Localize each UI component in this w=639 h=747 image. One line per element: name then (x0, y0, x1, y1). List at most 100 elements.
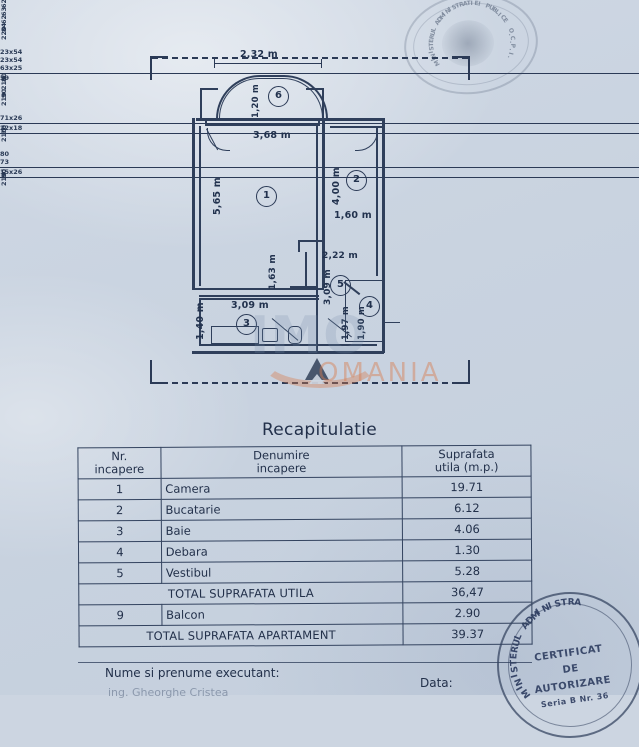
table-row-total-apartament: TOTAL SUPRAFATA APARTAMENT 39.37 (78, 623, 533, 648)
door-room1-swing (207, 128, 230, 151)
wall-right-exterior (382, 118, 385, 353)
opening-room2-door: 23x54 (0, 56, 23, 64)
header-sup-line2: utila (m.p.) (434, 460, 499, 475)
cell-name: Baie (160, 519, 403, 542)
dimension-baie-height: 1,40 m (195, 302, 206, 340)
dimension-balcony-width: 1,20 m (251, 84, 261, 118)
stamp-arc-char: I (509, 672, 521, 679)
stamp-line-seria: Seria B Nr. 36 (540, 690, 610, 710)
wall-room1-top-outer (196, 118, 324, 121)
opening-vestibul-mark: 59 (0, 74, 10, 82)
table-body: 1 Camera 19.71 2 Bucatarie 6.12 3 Baie 4… (78, 476, 533, 648)
cell-area: 6.12 (402, 497, 532, 520)
cell-nr: 1 (78, 478, 161, 501)
bathroom-fixture-wc (288, 326, 302, 344)
cell-nr: 3 (78, 520, 162, 543)
executant-value: ing. Gheorghe Cristea (108, 686, 229, 699)
cell-area: 4.06 (402, 518, 532, 541)
bathroom-fixture-sink (262, 328, 278, 342)
wall-left-interior (199, 126, 201, 286)
stamp-arc-char: A (573, 597, 582, 609)
executant-label: Nume si prenume executant: (105, 666, 280, 680)
balcony-wall-right-b (306, 88, 324, 90)
table-row-total-utila: TOTAL SUPRAFATA UTILA 36,47 (78, 581, 532, 606)
cell-balcon-name: Balcon (161, 603, 404, 626)
date-label: Data: (420, 676, 453, 690)
wall-right-interior (376, 126, 378, 276)
floor-plan-drawing: 2,32 m 42 62 63 62 1,20 m 6 84 220 23x54… (0, 0, 639, 384)
opening-right-window: 15x26 (0, 168, 639, 178)
cell-nr: 4 (78, 541, 162, 564)
cell-name: Bucatarie (160, 498, 403, 521)
stamp-arc-char: I (534, 607, 543, 618)
wall-room2-top (324, 118, 384, 121)
cell-balcon-area: 2.90 (403, 602, 532, 625)
wall-room1-sill-right (318, 118, 320, 126)
dimension-vestibul-width: 2,22 m (322, 251, 358, 261)
wall-room1-top-inner (205, 124, 320, 126)
cell-total-utila-area: 36,47 (402, 581, 532, 604)
wall-bottom-exterior (192, 351, 384, 354)
cell-name: Vestibul (161, 561, 403, 584)
stamp-arc-char: I (546, 601, 554, 612)
stamp-line-de: DE (561, 662, 580, 677)
bathroom-fixture-tub (211, 326, 259, 344)
wall-baie-left (199, 298, 201, 346)
dimension-line-overall (214, 59, 322, 68)
stamp-arc-char: S (509, 665, 521, 674)
cell-nr: 2 (78, 499, 161, 522)
wall-room1-sill-left (205, 118, 207, 126)
table-row: 2 Bucatarie 6.12 (78, 497, 532, 522)
wall-room1-right (322, 118, 325, 288)
stamp-arc-char: R (510, 645, 522, 654)
cell-name: Debara (161, 540, 403, 563)
debara-outline (345, 280, 383, 342)
room-marker-4: 4 (359, 296, 380, 317)
cell-total-utila-label: TOTAL SUPRAFATA UTILA (78, 582, 404, 606)
cell-area: 19.71 (402, 476, 532, 499)
stamp-arc-char: T (560, 597, 568, 609)
opening-debara-top: 80 (0, 150, 10, 158)
balcony-wall-left-b (200, 88, 218, 90)
header-nr: Nr. incapere (77, 447, 161, 480)
stamp-arc-char: E (509, 652, 520, 660)
stamp-arc-char: N (513, 676, 526, 688)
room-marker-1: 1 (256, 186, 277, 207)
stamp-arc-char: S (553, 598, 563, 611)
header-den-line2: incapere (256, 461, 307, 476)
opening-room1-door: 23x54 (0, 48, 23, 56)
stamp-line-autorizare: AUTORIZARE (534, 674, 612, 697)
balcony-wall-right (322, 88, 324, 118)
room-marker-6: 6 (268, 86, 289, 107)
wall-room1-right-in (316, 126, 318, 286)
opening-debara-slant: 73 (0, 158, 639, 168)
dimension-room2-width: 1,60 m (334, 210, 372, 221)
wall-room2-top-in (330, 126, 382, 128)
wall-vestibul-vert (305, 252, 307, 288)
dimension-room2-height: 4,00 m (331, 167, 342, 205)
dimension-overall-label: 2,32 m (240, 49, 278, 60)
cell-balcon-nr: 9 (78, 604, 162, 627)
boundary-line-top (152, 57, 468, 59)
dimension-debara-w: 1,90 m (357, 306, 367, 340)
header-nr-line2: incapere (94, 462, 145, 477)
table-header-row: Nr. incapere Denumire incapere Suprafata… (77, 445, 532, 480)
cell-total-apartament-label: TOTAL SUPRAFATA APARTAMENT (78, 624, 404, 648)
wall-hall-vert (316, 252, 318, 352)
wall-room1-bottom (192, 288, 324, 291)
boundary-corner-bottom-left (150, 360, 168, 384)
wall-vestibul-left (298, 240, 324, 242)
recapitulation-table: Nr. incapere Denumire incapere Suprafata… (77, 445, 533, 648)
stamp-arc-char: R (567, 597, 575, 608)
opening-baie-win-b: 22x18 (0, 124, 639, 134)
opening-door-d2: 210 (0, 172, 8, 186)
wall-vestibul-left-v (298, 240, 300, 252)
dimension-hall-height: 1,63 m (268, 254, 278, 290)
stamp-arc-char: I (515, 684, 526, 692)
boundary-corner-top-left (150, 56, 168, 80)
boundary-line-bottom (152, 382, 468, 384)
cell-total-apartament-area: 39.37 (403, 623, 533, 646)
balcony-wall-left (200, 88, 202, 118)
cell-area: 1.30 (402, 539, 532, 562)
cell-area: 5.28 (402, 560, 532, 583)
